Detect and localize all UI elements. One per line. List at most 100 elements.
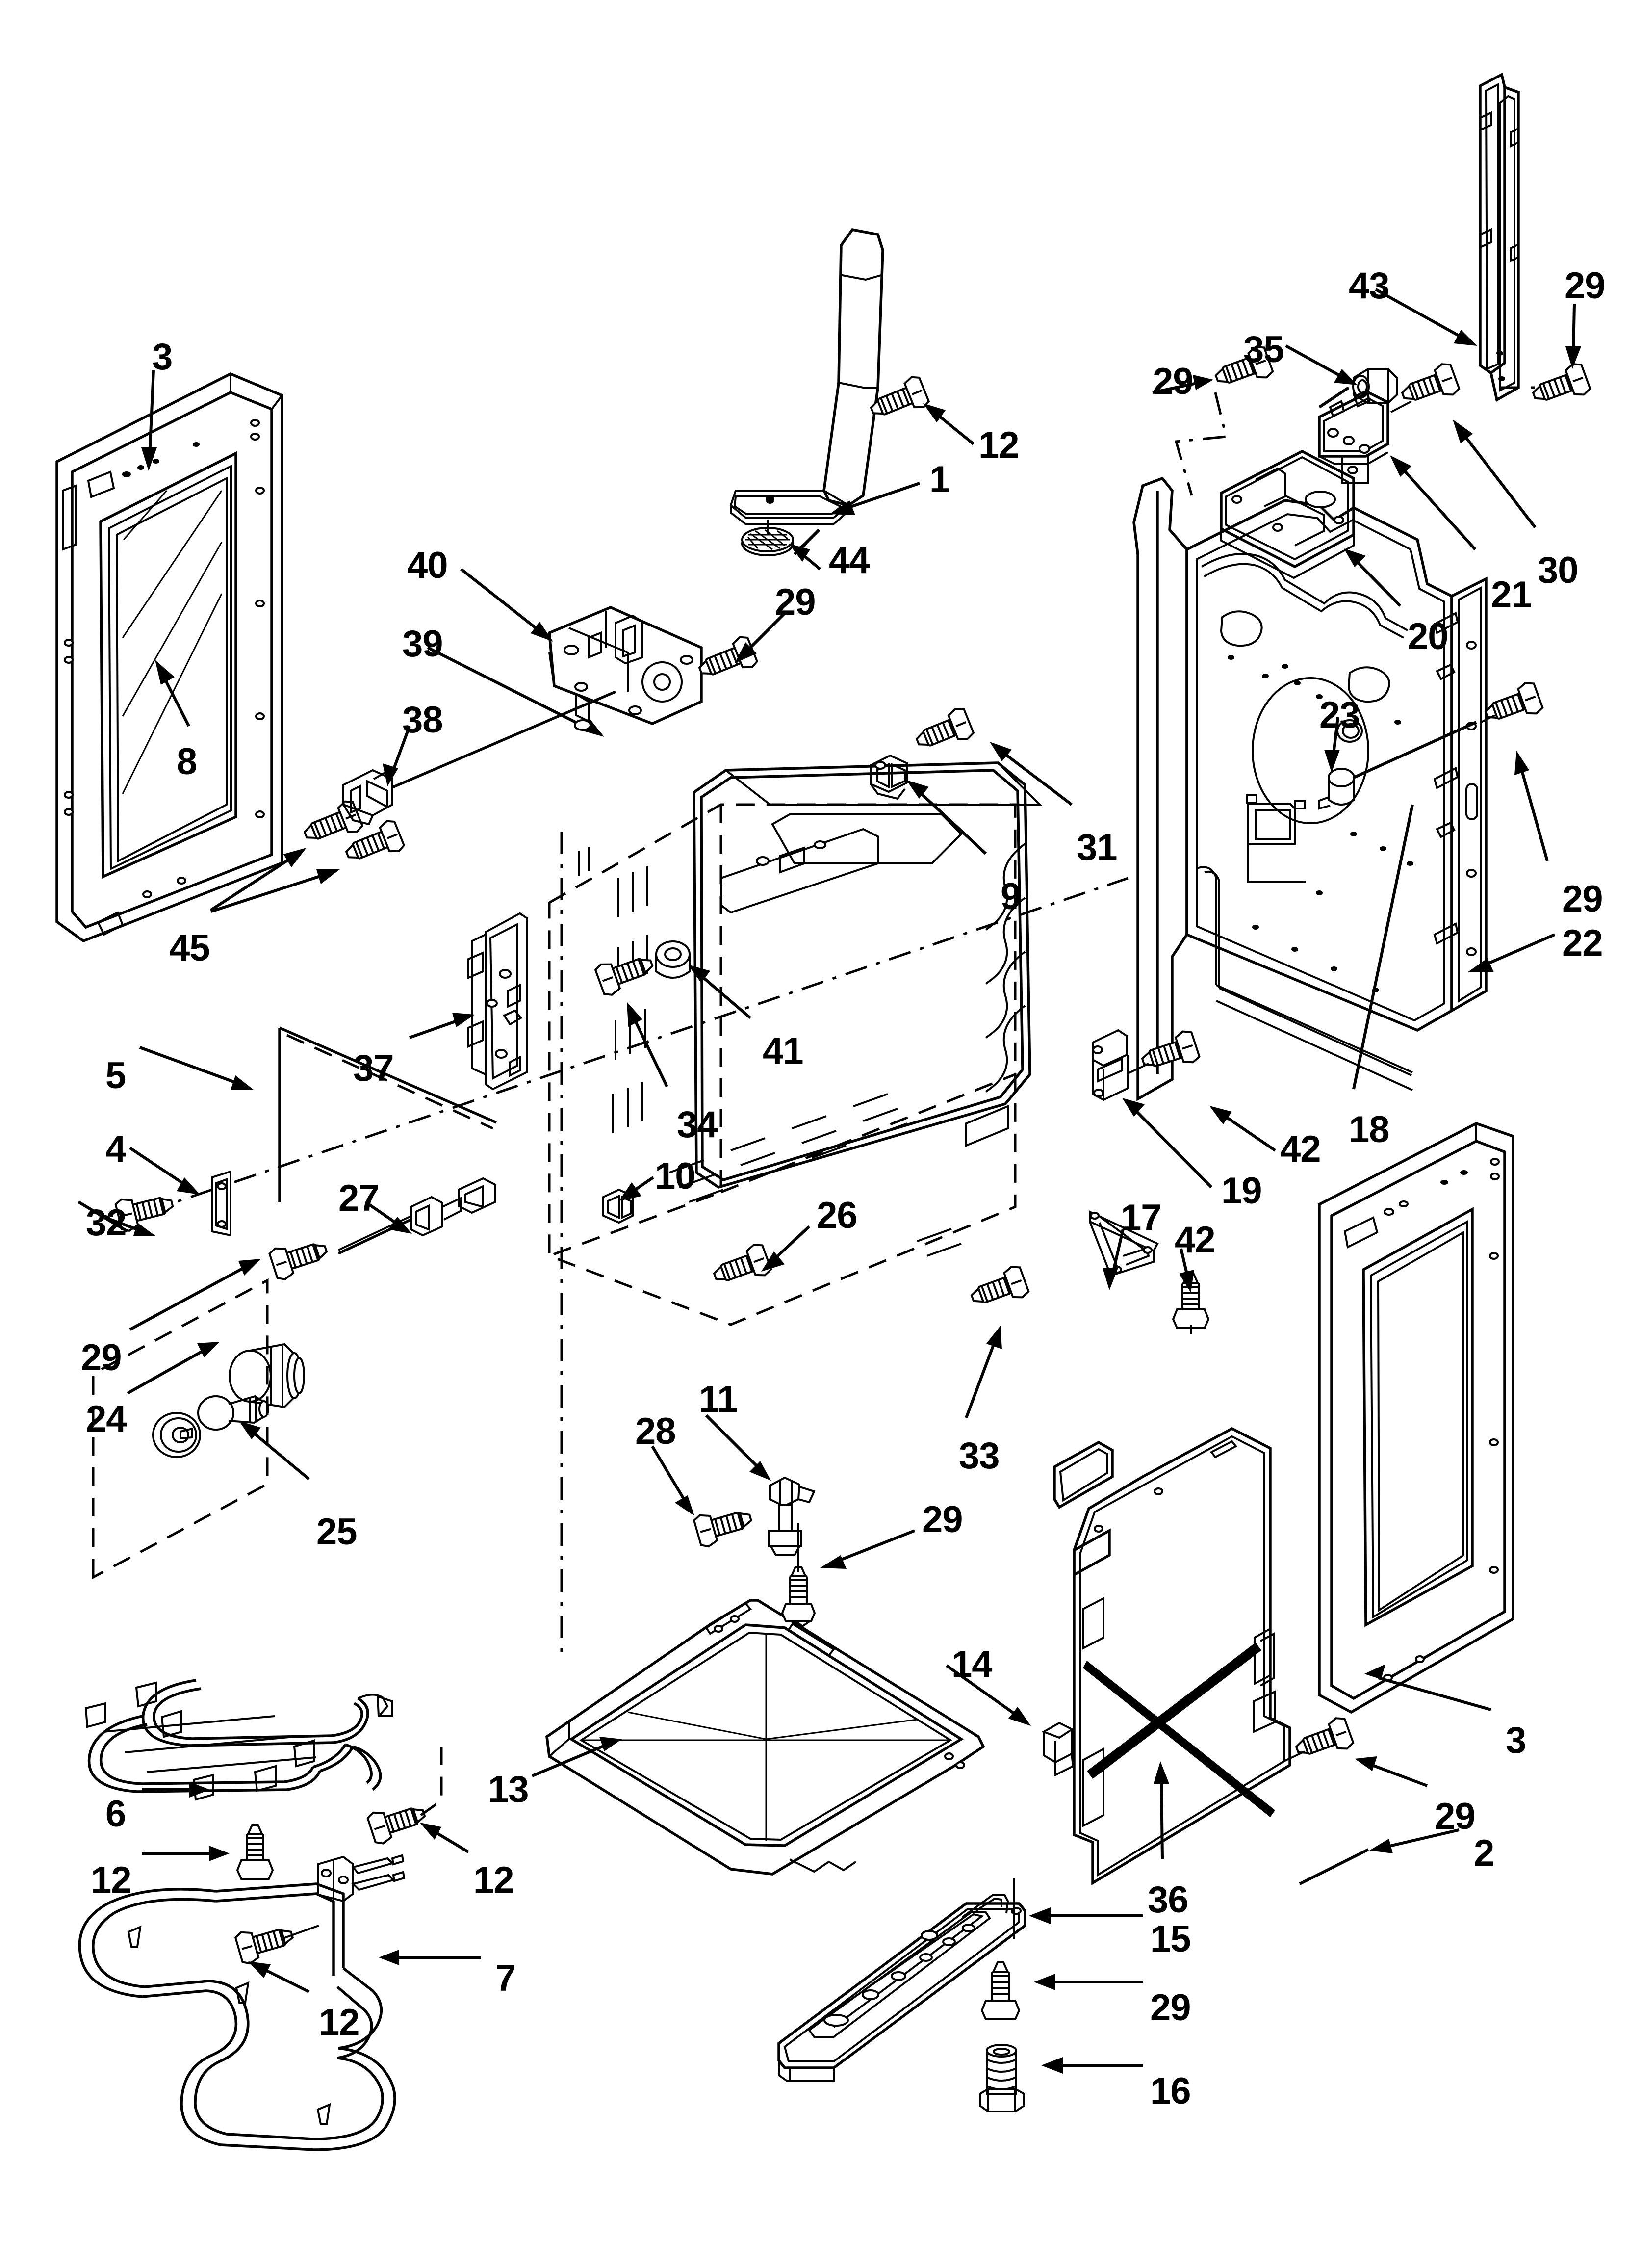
leader-3-right: [1364, 1664, 1491, 1711]
leader-29-bracket: [1152, 375, 1213, 394]
callout-12-broil: 12: [91, 1859, 132, 1901]
callout-38: 38: [402, 699, 443, 741]
leader-44: [789, 528, 821, 571]
callout-24: 24: [86, 1398, 127, 1440]
callout-6: 6: [105, 1793, 126, 1835]
leader-45: [210, 848, 340, 913]
light-phantom-box: [92, 1278, 269, 1580]
leader-25: [239, 1421, 310, 1481]
callout-42b: 42: [1175, 1219, 1216, 1261]
door-lock-motor-assembly: [548, 606, 703, 731]
latch-strike: [211, 1170, 231, 1237]
leader-13: [531, 1737, 622, 1777]
broil-element: [84, 1679, 393, 1801]
leader-8: [155, 660, 190, 727]
leader-29-trim: [1565, 304, 1581, 369]
leader-43: [1375, 288, 1477, 346]
callout-7: 7: [495, 1957, 516, 1999]
callout-29-kick: 29: [1150, 1987, 1191, 2029]
callout-11: 11: [699, 1379, 738, 1420]
callout-29-trim: 29: [1565, 265, 1606, 307]
callout-34: 34: [677, 1104, 718, 1146]
leveling-screw-29: [781, 1523, 816, 1622]
kick-plate-rail: [777, 1878, 1026, 2082]
callout-23: 23: [1319, 694, 1360, 736]
callout-21: 21: [1491, 574, 1532, 616]
callout-19: 19: [1221, 1170, 1262, 1212]
leader-23: [1324, 717, 1477, 779]
leader-34: [627, 1002, 668, 1088]
callout-28: 28: [635, 1410, 676, 1452]
leader-32: [77, 1200, 156, 1236]
door-gasket-seal: [278, 1026, 497, 1202]
callout-10: 10: [655, 1155, 696, 1197]
oven-door-outer-panel-left: [55, 372, 283, 943]
leader-20: [1344, 548, 1402, 607]
leader-29-rear: [1514, 751, 1549, 861]
callout-31: 31: [1077, 827, 1118, 868]
leader-5: [139, 1046, 254, 1090]
rack-guide-clip: [602, 1188, 634, 1224]
leader-12-broil: [142, 1846, 230, 1861]
callout-8: 8: [177, 741, 197, 782]
callout-45: 45: [169, 927, 210, 969]
bake-element: [78, 1854, 406, 2151]
cavity-screw-26: [713, 1244, 772, 1281]
motor-screw: [698, 636, 759, 676]
oven-bottom-panel: [545, 1599, 985, 1876]
leader-12-vent: [923, 403, 975, 445]
wire-harness-clip: [870, 754, 908, 800]
callout-29-rear: 29: [1562, 878, 1603, 920]
callout-3-left: 3: [152, 336, 173, 378]
leader-9: [906, 780, 987, 855]
leveling-screw-28: [693, 1512, 752, 1548]
callout-36: 36: [1148, 1879, 1189, 1921]
leader-29-leg: [820, 1529, 916, 1569]
sensor-screw: [268, 1243, 328, 1280]
leader-26: [761, 1225, 811, 1272]
callout-4: 4: [105, 1128, 126, 1170]
bottom-panel-clip: [1041, 1721, 1075, 1777]
callout-9: 9: [1001, 876, 1021, 917]
leader-24: [127, 1342, 220, 1395]
leader-10: [619, 1176, 654, 1201]
clip-screw-31: [915, 708, 975, 747]
callout-42a: 42: [1280, 1128, 1321, 1170]
vent-screw-12: [870, 376, 930, 416]
broil-screw-12b: [366, 1747, 443, 1845]
callout-12-b: 12: [473, 1859, 514, 1901]
callout-30: 30: [1538, 549, 1579, 591]
leader-40: [460, 568, 553, 642]
oven-light-trim-ring: [152, 1412, 201, 1458]
callout-13: 13: [488, 1769, 529, 1810]
leader-22: [1467, 933, 1556, 972]
leader-29-motor: [735, 612, 786, 663]
callout-1: 1: [929, 459, 950, 500]
bracket-screw-29: [1174, 346, 1274, 496]
door-hinge-receiver: [467, 912, 528, 1091]
callout-29-door: 29: [1435, 1796, 1476, 1837]
leader-33: [965, 1326, 1002, 1419]
leader-36: [1154, 1761, 1169, 1860]
callout-5: 5: [105, 1055, 126, 1096]
callout-22: 22: [1562, 922, 1603, 964]
door-screw-29: [1283, 1717, 1355, 1762]
leader-17: [1103, 1228, 1125, 1290]
callout-17: 17: [1121, 1197, 1162, 1239]
leader-7: [379, 1950, 481, 1965]
broil-screw-12: [236, 1824, 274, 1880]
callout-37: 37: [353, 1047, 394, 1089]
callout-35: 35: [1243, 329, 1284, 370]
callout-2: 2: [1474, 1832, 1494, 1874]
callout-41: 41: [763, 1030, 804, 1072]
oven-cavity-liner: [147, 761, 1129, 1658]
callout-16: 16: [1150, 2070, 1191, 2112]
bake-screw-12: [234, 1925, 319, 1965]
callout-20: 20: [1408, 616, 1449, 657]
leader-18: [1352, 804, 1414, 1090]
leader-41: [688, 965, 751, 1019]
rear-panel: [1132, 476, 1488, 1101]
callout-12-bake: 12: [319, 2002, 360, 2043]
kick-screw-29: [980, 1961, 1021, 2020]
